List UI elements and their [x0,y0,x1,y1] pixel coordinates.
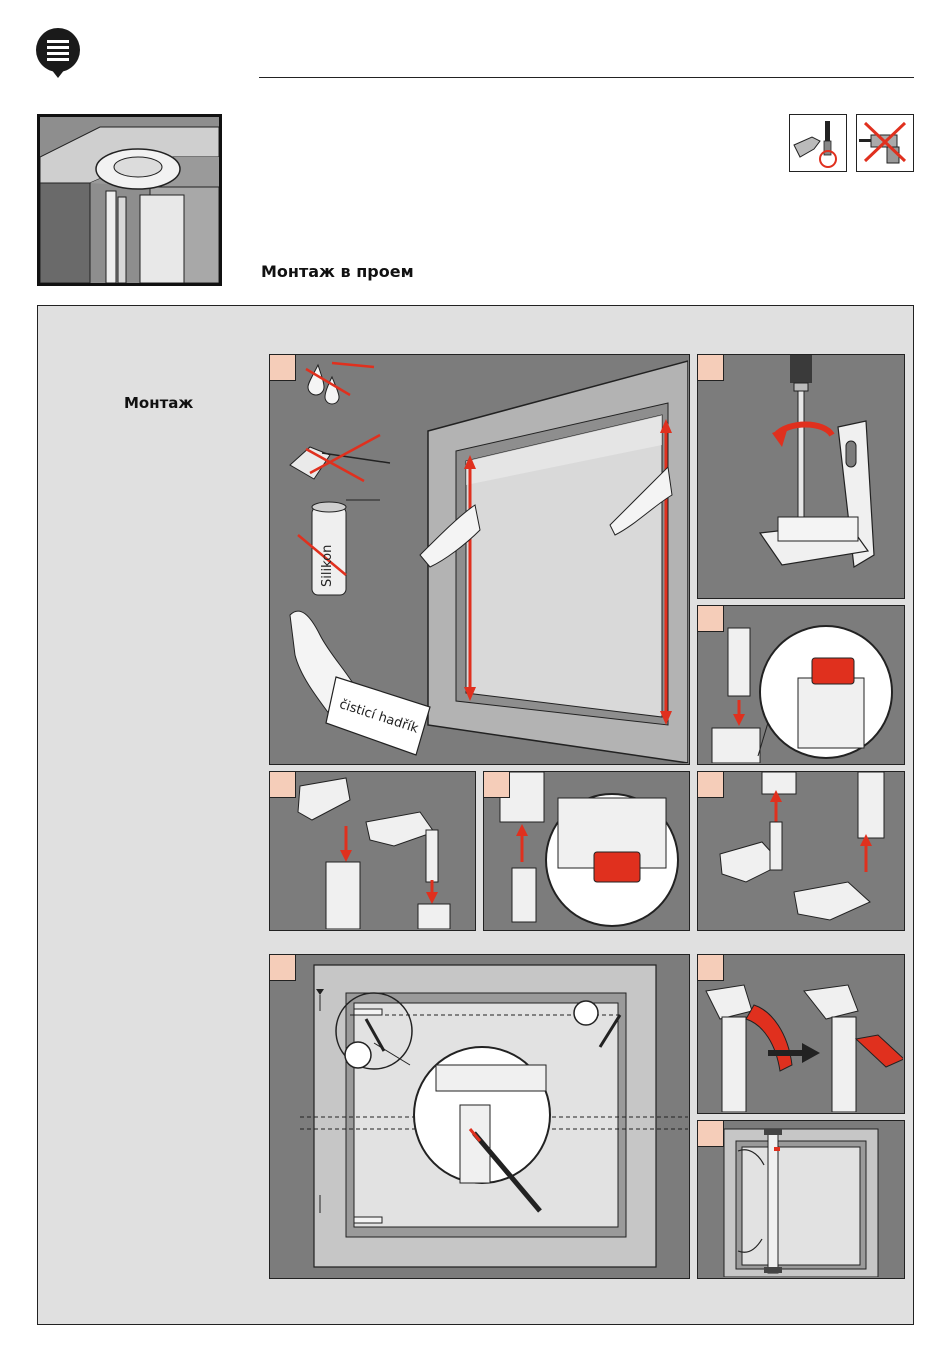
step-badge [698,955,724,981]
step-badge [270,955,296,981]
section-title: Монтаж в проем [261,262,414,281]
panel-clip-upward [483,771,690,931]
panel-mount-opening [697,1120,905,1279]
panel-remove-film [697,954,905,1114]
step-badge [270,772,296,798]
step-badge [698,606,724,632]
step-badge [698,772,724,798]
step-badge [698,1121,724,1147]
step-badge [698,355,724,381]
menu-icon[interactable] [34,28,82,76]
spray-can-label: Silikon [320,545,335,587]
screwdriver-icon [789,114,847,172]
step-badge [270,355,296,381]
header-rule [259,77,914,78]
panel-cleaning: Silikon čisticí hadřík [269,354,690,765]
panel-profile-up [697,771,905,931]
panel-bracket-mount [269,771,476,931]
step-label: Монтаж [124,394,193,412]
panel-screw-bracket [697,354,905,599]
panel-marking [269,954,690,1279]
step-badge [484,772,510,798]
panel-clip-insert [697,605,905,765]
product-thumbnail [37,114,222,286]
no-drill-icon [856,114,914,172]
